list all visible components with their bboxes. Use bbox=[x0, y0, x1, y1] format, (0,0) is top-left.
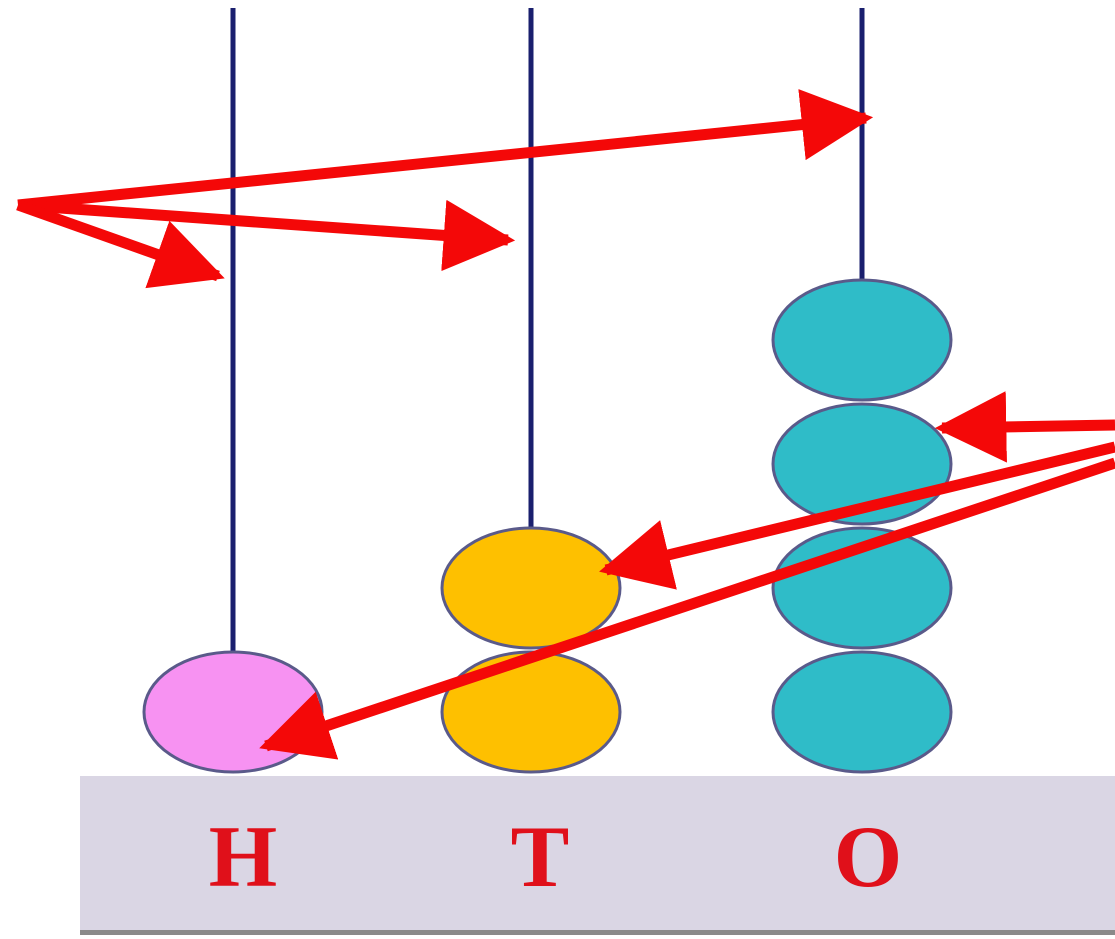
bead-tens-2 bbox=[440, 526, 622, 650]
arrow-to-ones-bead bbox=[934, 391, 1115, 463]
bead-arrows bbox=[259, 391, 1115, 760]
beads bbox=[142, 278, 953, 774]
bead-hundreds-1 bbox=[142, 650, 324, 774]
rod-arrows bbox=[16, 89, 874, 289]
arrow-to-hundreds-bead bbox=[259, 457, 1115, 760]
abacus-base bbox=[80, 776, 1115, 934]
arrow-to-tens-rod bbox=[17, 199, 516, 272]
arrow-to-tens-bead bbox=[599, 441, 1115, 590]
bead-ones-1 bbox=[771, 650, 953, 774]
arrow-to-hundreds-rod bbox=[16, 199, 225, 289]
arrow-to-ones-rod bbox=[17, 89, 874, 211]
column-label-hundreds: H bbox=[209, 809, 277, 906]
column-label-ones: O bbox=[834, 809, 902, 906]
abacus-base-shadow bbox=[80, 930, 1115, 935]
bead-tens-1 bbox=[440, 650, 622, 774]
column-label-tens: T bbox=[511, 809, 570, 906]
bead-ones-4 bbox=[771, 278, 953, 402]
